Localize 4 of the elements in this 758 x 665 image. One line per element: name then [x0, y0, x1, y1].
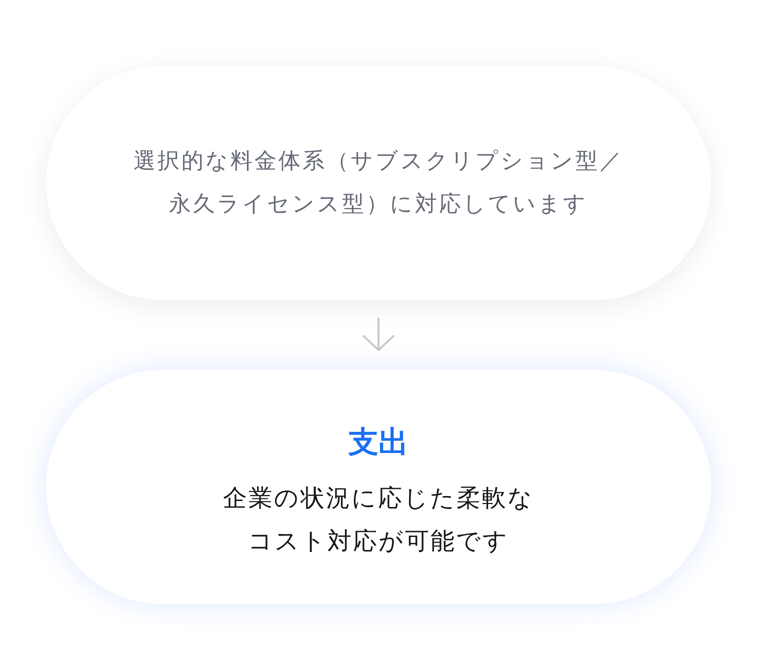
node-text: 企業の状況に応じた柔軟なコスト対応が可能です	[222, 483, 535, 557]
node-heading: 支出	[348, 425, 408, 461]
node-text: 選択的な料金体系（サブスクリプション型／永久ライセンス型）に対応しています	[132, 148, 624, 219]
arrow	[362, 318, 394, 351]
